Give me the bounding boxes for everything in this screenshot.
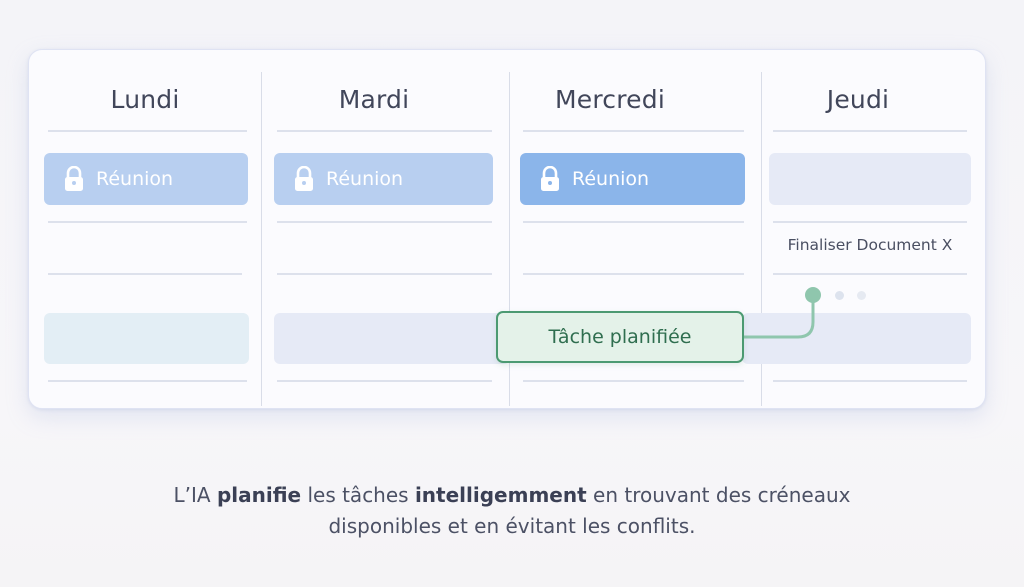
meeting-label: Réunion <box>572 168 650 190</box>
row-line <box>48 380 247 382</box>
scheduled-task[interactable]: Tâche planifiée <box>496 311 744 363</box>
empty-slot[interactable] <box>44 313 249 364</box>
caption-emphasis: planifie <box>216 483 302 507</box>
column-divider <box>509 72 510 406</box>
empty-slot[interactable] <box>274 313 510 364</box>
row-line <box>48 273 242 275</box>
row-line <box>277 380 492 382</box>
day-header-jeudi: Jeudi <box>826 85 890 114</box>
task-finaliser-document[interactable]: Finaliser Document X <box>787 236 953 254</box>
row-line <box>277 221 492 223</box>
row-line <box>523 273 744 275</box>
row-line <box>773 221 967 223</box>
row-line <box>773 130 967 132</box>
meeting-block-lundi[interactable]: Réunion <box>44 153 248 205</box>
caption-line-1: L’IA planifie les tâches intelligemment … <box>0 480 1024 511</box>
row-line <box>48 130 247 132</box>
caption-text: L’IA <box>173 483 217 507</box>
row-line <box>277 273 492 275</box>
column-divider <box>261 72 262 406</box>
row-line <box>773 380 967 382</box>
caption-line-2: disponibles et en évitant les conflits. <box>328 514 696 538</box>
row-line <box>523 221 744 223</box>
day-header-mercredi: Mercredi <box>555 85 665 114</box>
meeting-block-mardi[interactable]: Réunion <box>274 153 493 205</box>
row-line <box>773 273 967 275</box>
caption-emphasis: intelligemment <box>414 483 587 507</box>
row-line <box>48 221 247 223</box>
column-divider <box>761 72 762 406</box>
caption: L’IA planifie les tâches intelligemment … <box>0 480 1024 542</box>
row-line <box>523 380 744 382</box>
day-header-lundi: Lundi <box>110 85 180 114</box>
dot-indicator <box>857 291 866 300</box>
empty-slot[interactable] <box>769 153 971 205</box>
day-header-mardi: Mardi <box>338 85 410 114</box>
lock-icon <box>62 165 86 192</box>
connector-line <box>742 287 821 339</box>
lock-icon <box>292 165 316 192</box>
dot-indicator <box>835 291 844 300</box>
meeting-label: Réunion <box>326 168 404 190</box>
meeting-label: Réunion <box>96 168 174 190</box>
row-line <box>277 130 492 132</box>
caption-text: les tâches <box>301 483 415 507</box>
meeting-block-mercredi[interactable]: Réunion <box>520 153 745 205</box>
lock-icon <box>538 165 562 192</box>
row-line <box>523 130 744 132</box>
caption-text: en trouvant des créneaux <box>586 483 851 507</box>
